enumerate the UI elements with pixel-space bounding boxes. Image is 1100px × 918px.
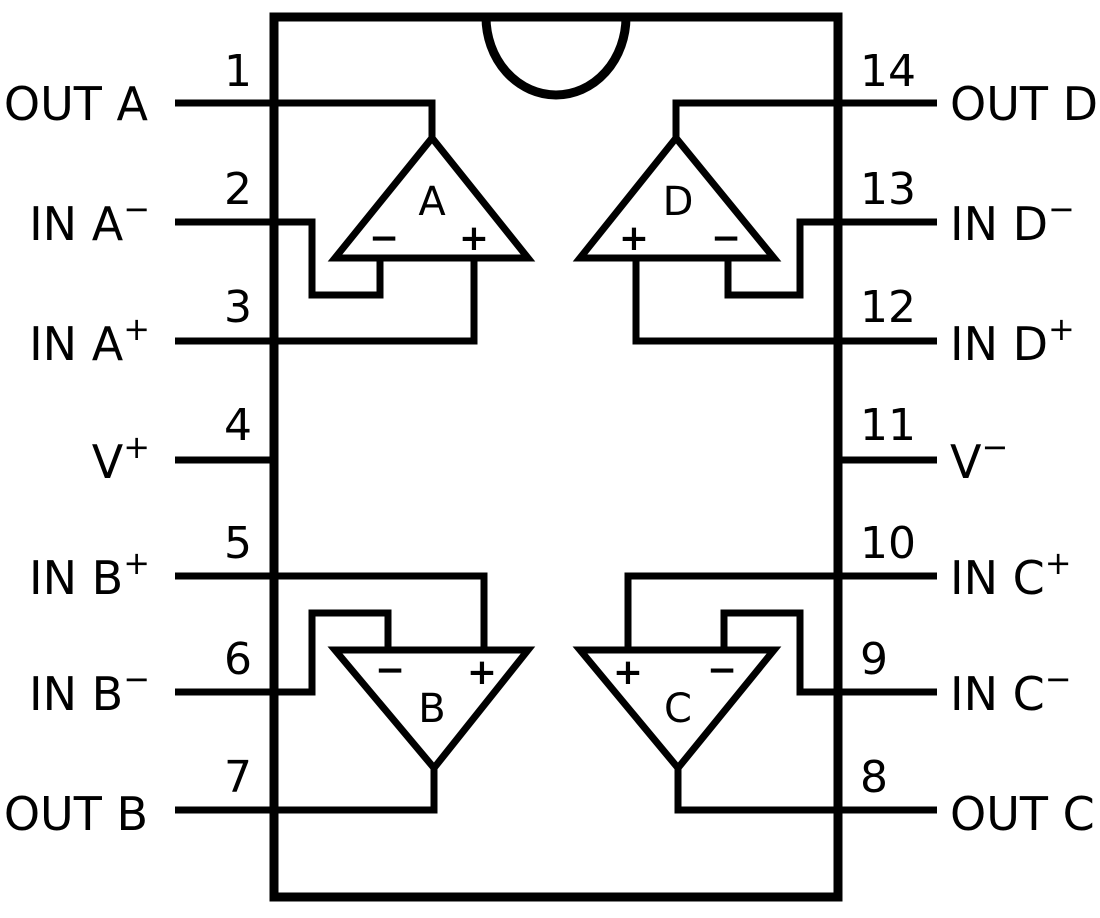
- op-amp-d-plus: +: [619, 218, 649, 259]
- pin-6-wire: [175, 609, 392, 696]
- op-amp-b-plus: +: [467, 652, 497, 693]
- pin-12-wire: [632, 258, 937, 345]
- pin-13-wire: [724, 218, 937, 299]
- pin-number-5: 5: [224, 518, 252, 569]
- op-amp-b-triangle: [327, 646, 536, 774]
- pin-number-12: 12: [860, 282, 916, 333]
- op-amp-d-minus: −: [711, 218, 741, 259]
- pin-number-9: 9: [860, 634, 888, 685]
- pin-9-wire: [720, 609, 937, 696]
- pin-8-wire: [674, 768, 937, 814]
- pin-number-13: 13: [860, 164, 916, 215]
- pin-number-7: 7: [224, 752, 252, 803]
- pin-10-wire: [624, 572, 937, 650]
- op-amp-b-minus: −: [375, 650, 405, 691]
- pin-label-3: IN A+: [29, 310, 150, 371]
- pin-number-14: 14: [860, 46, 916, 97]
- pin-label-9: IN C−: [950, 660, 1072, 721]
- pin-label-14: OUT D: [950, 77, 1098, 131]
- pin-number-2: 2: [224, 164, 252, 215]
- pin-label-4: V+: [92, 428, 150, 489]
- ic-package-body: [269, 12, 843, 902]
- pin-number-3: 3: [224, 282, 252, 333]
- wiring: [175, 99, 937, 814]
- pin-7-wire: [175, 768, 438, 814]
- op-amp-d: D + −: [572, 132, 782, 262]
- pin-label-10: IN C+: [950, 544, 1072, 605]
- pin-number-6: 6: [224, 634, 252, 685]
- package-notch: [481, 16, 631, 100]
- op-amp-c-plus: +: [613, 652, 643, 693]
- op-amp-d-triangle: [572, 132, 782, 262]
- pin-label-12: IN D+: [950, 310, 1075, 371]
- pin-5-wire: [175, 572, 488, 650]
- pin-numbers: 1 2 3 4 5 6 7 8 9 10 11 12 13 14: [224, 46, 916, 803]
- pin-label-5: IN B+: [29, 544, 150, 605]
- pin-label-6: IN B−: [29, 660, 150, 721]
- pin-number-1: 1: [224, 46, 252, 97]
- pin-label-2: IN A−: [29, 190, 150, 251]
- op-amp-a-plus: +: [459, 218, 489, 259]
- op-amp-a: A − +: [327, 132, 536, 262]
- op-amp-a-minus: −: [369, 218, 399, 259]
- op-amp-c-letter: C: [664, 686, 692, 732]
- pin-number-11: 11: [860, 400, 916, 451]
- op-amp-b-letter: B: [418, 686, 445, 732]
- op-amp-a-triangle: [327, 132, 536, 262]
- pin-1-wire: [175, 99, 436, 138]
- pin-label-8: OUT C: [950, 787, 1095, 841]
- op-amp-c-triangle: [572, 646, 782, 774]
- op-amp-c-minus: −: [707, 650, 737, 691]
- pin-label-13: IN D−: [950, 190, 1075, 251]
- pin-14-wire: [672, 99, 937, 138]
- pin-3-wire: [175, 258, 478, 345]
- pin-number-8: 8: [860, 752, 888, 803]
- op-amp-d-letter: D: [663, 179, 694, 225]
- pin-label-1: OUT A: [4, 77, 149, 131]
- pin-label-11: V−: [950, 428, 1008, 489]
- pin-labels: OUT A IN A− IN A+ V+ IN B+ IN B− OUT B O…: [4, 77, 1098, 841]
- pin-2-wire: [175, 218, 384, 299]
- op-amp-a-letter: A: [418, 179, 446, 225]
- pin-number-10: 10: [860, 518, 916, 569]
- pin-label-7: OUT B: [4, 787, 148, 841]
- op-amp-c: + − C: [572, 646, 782, 774]
- pin-number-4: 4: [224, 400, 252, 451]
- op-amp-b: − + B: [327, 646, 536, 774]
